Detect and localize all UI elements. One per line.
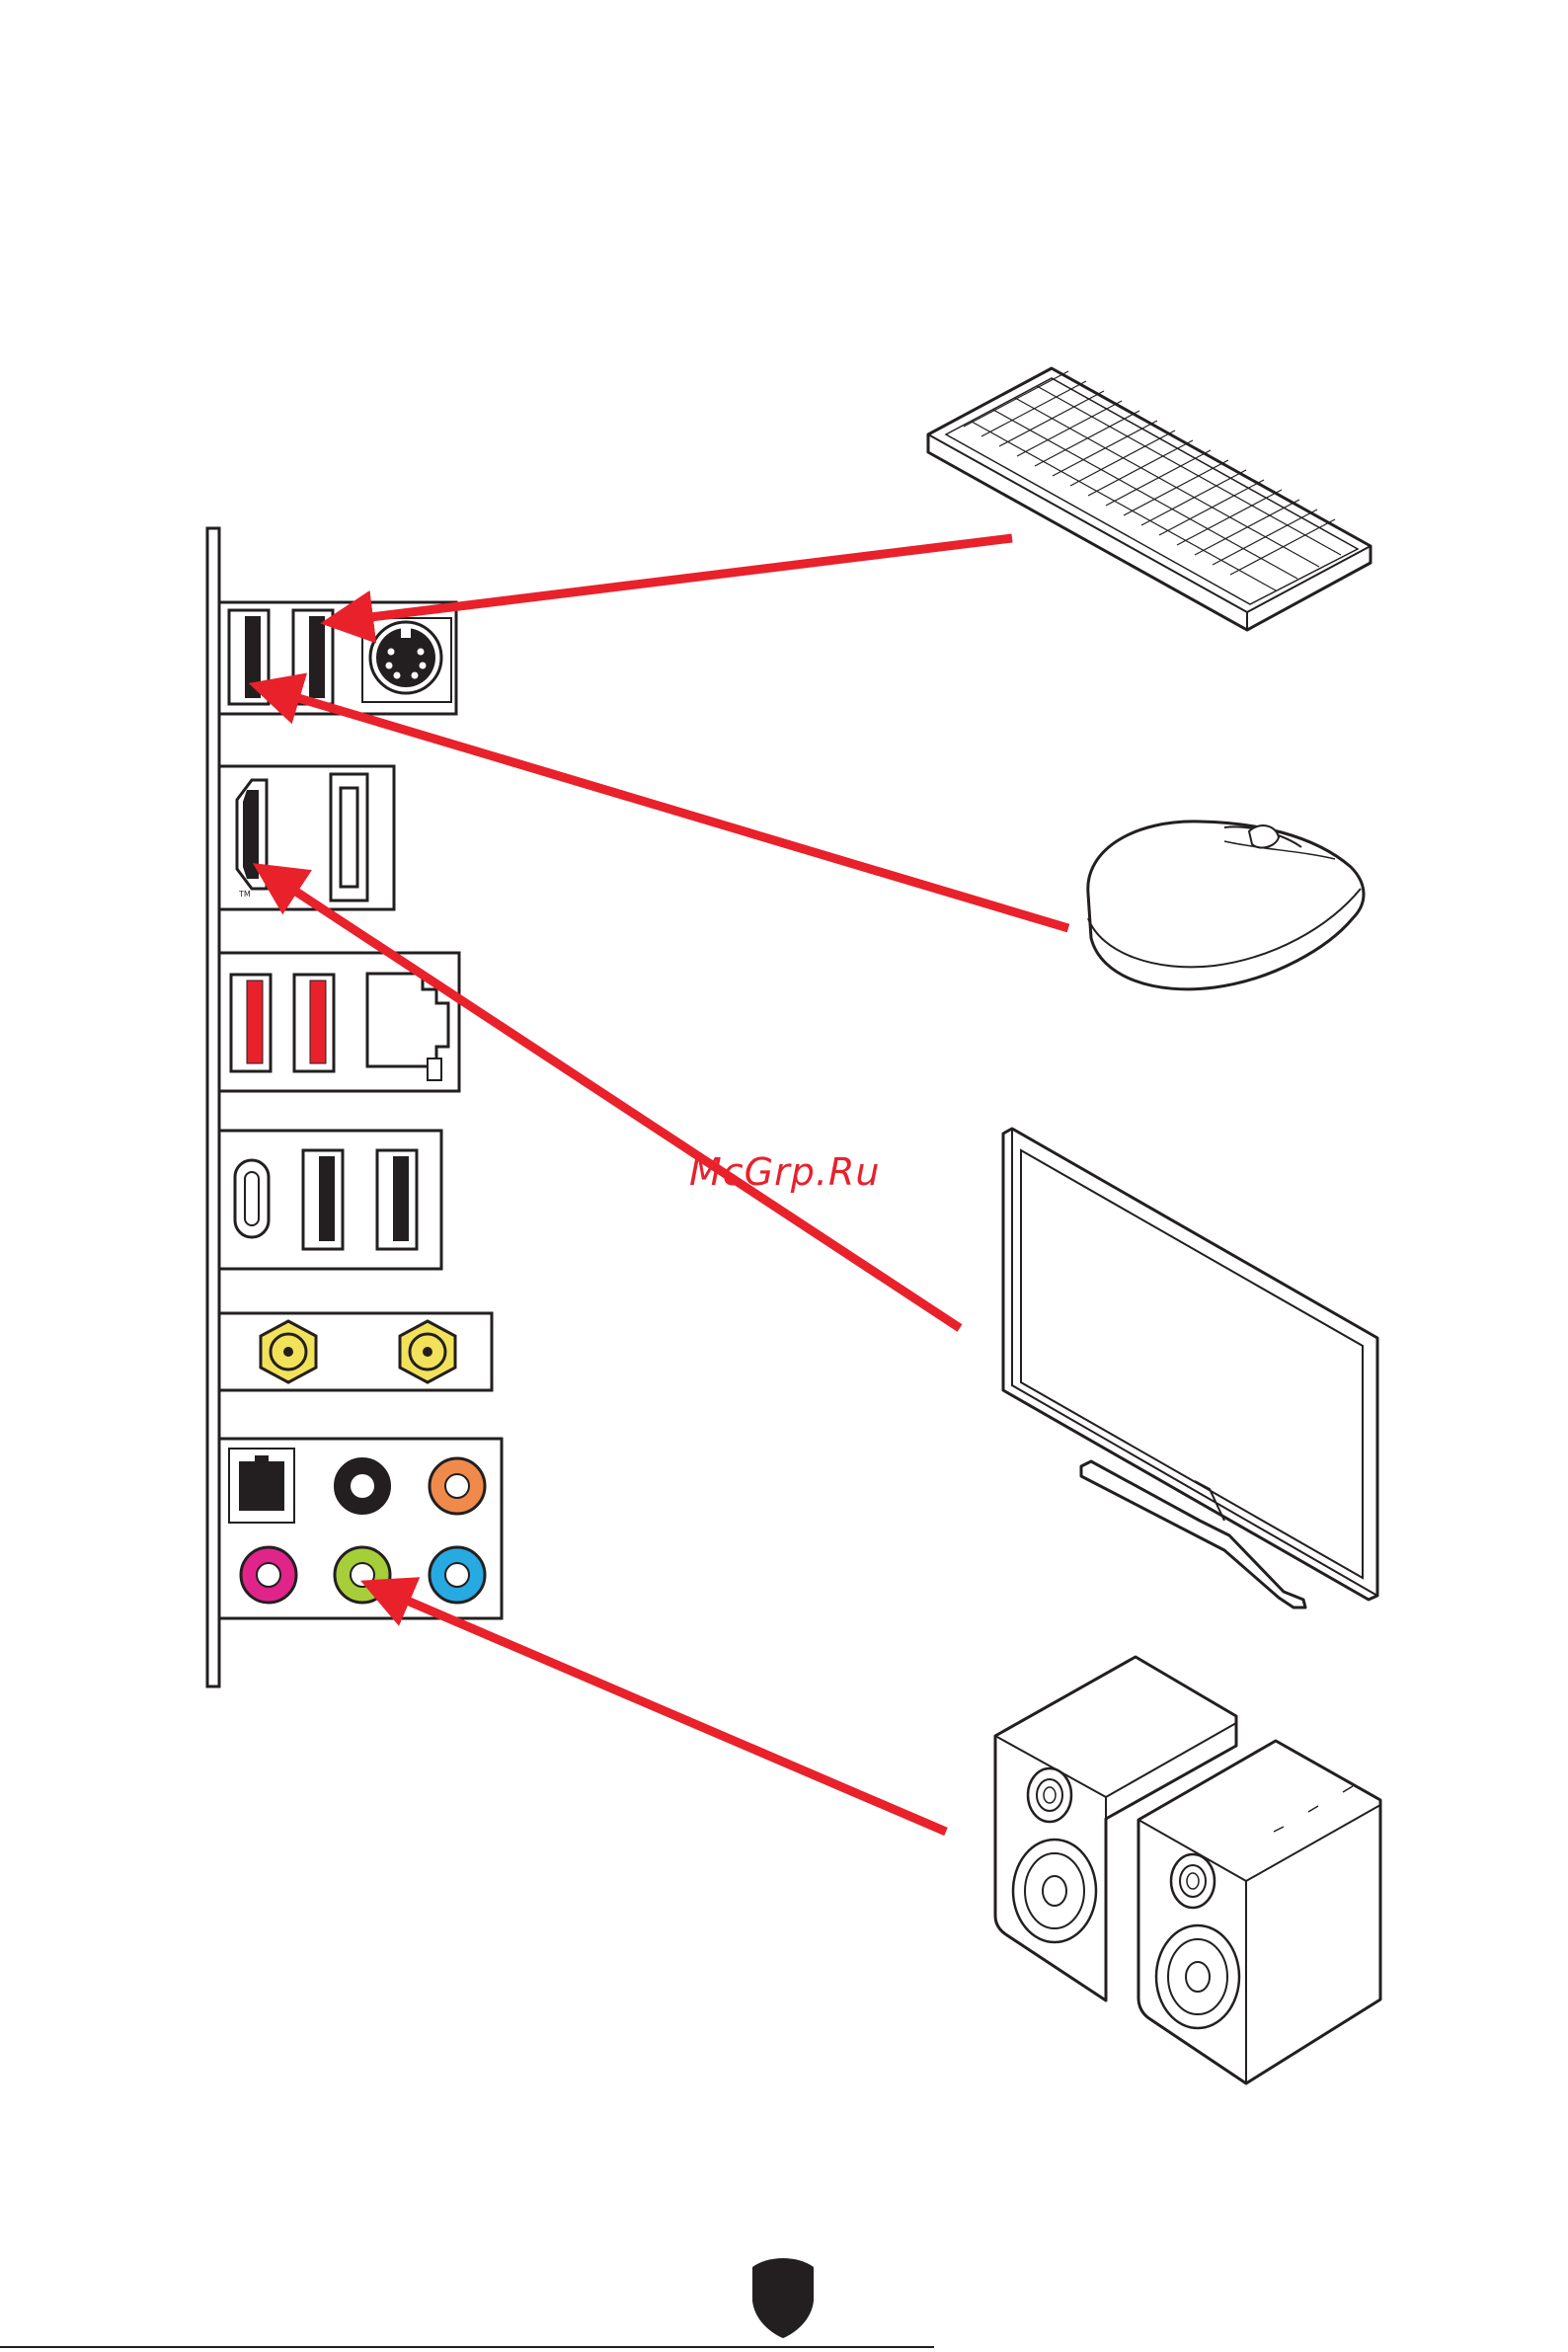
io-bracket [207, 528, 219, 1686]
usb-a-port-2 [293, 610, 333, 704]
io-panel: TM [207, 528, 502, 1686]
speakers-icon [995, 1657, 1380, 2083]
keyboard-icon [928, 368, 1371, 630]
audio-jack-pink [241, 1547, 296, 1603]
audio-jack-black [335, 1458, 390, 1514]
watermark-text: McGrp.Ru [689, 1150, 880, 1194]
usb-a-red-port-2 [294, 975, 334, 1071]
monitor-icon [1003, 1129, 1377, 1607]
antenna-connector-1 [261, 1321, 316, 1382]
usb-a-port-3 [303, 1150, 343, 1249]
arrow-keyboard-to-usb [331, 538, 1012, 622]
shield-logo-icon [752, 2258, 814, 2338]
usb-a-port-4 [377, 1150, 417, 1249]
antenna-connector-2 [400, 1321, 455, 1382]
lan-port [367, 974, 448, 1080]
audio-group [219, 1439, 502, 1618]
arrow-speakers-to-audio [370, 1585, 946, 1832]
audio-jack-orange [430, 1458, 485, 1514]
ps2-combo-port [362, 618, 451, 702]
displayport-port [331, 774, 367, 901]
video-group: TM [219, 766, 394, 909]
audio-jack-blue [430, 1547, 485, 1603]
optical-spdif-port [229, 1449, 294, 1523]
wifi-antenna-group [219, 1313, 492, 1390]
svg-text:TM: TM [238, 890, 251, 899]
usb-c-port [235, 1160, 269, 1237]
usb-group [219, 1131, 441, 1269]
mouse-icon [1088, 822, 1364, 989]
usb-a-red-port-1 [231, 975, 271, 1071]
